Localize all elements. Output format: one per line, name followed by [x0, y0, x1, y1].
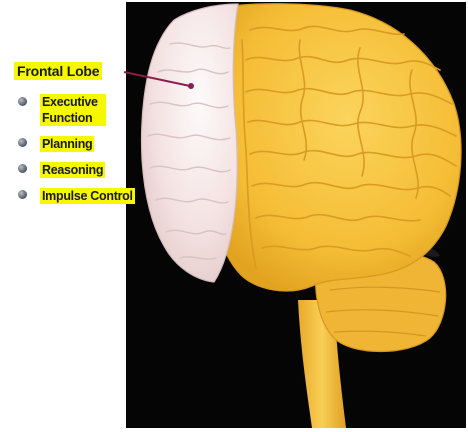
frontal-lobe-label: Frontal Lobe: [14, 62, 102, 80]
gray-circle-bullet-icon: [18, 164, 27, 173]
gray-circle-bullet-icon: [18, 190, 27, 199]
callout-arrow-tip: [188, 83, 194, 89]
function-label: Planning: [40, 136, 94, 152]
function-label: Impulse Control: [40, 188, 135, 204]
gray-circle-bullet-icon: [18, 97, 27, 106]
function-list-item: Reasoning: [18, 161, 135, 179]
frontal-lobe-shape: [142, 4, 238, 282]
cerebrum-shape: [209, 4, 461, 291]
function-list-item: Impulse Control: [18, 187, 135, 205]
function-list: Executive Function Planning Reasoning Im…: [18, 94, 135, 213]
function-label: Reasoning: [40, 162, 105, 178]
function-list-item: Planning: [18, 135, 135, 153]
gray-circle-bullet-icon: [18, 138, 27, 147]
function-label: Executive Function: [40, 94, 106, 126]
function-list-item: Executive Function: [18, 94, 135, 127]
